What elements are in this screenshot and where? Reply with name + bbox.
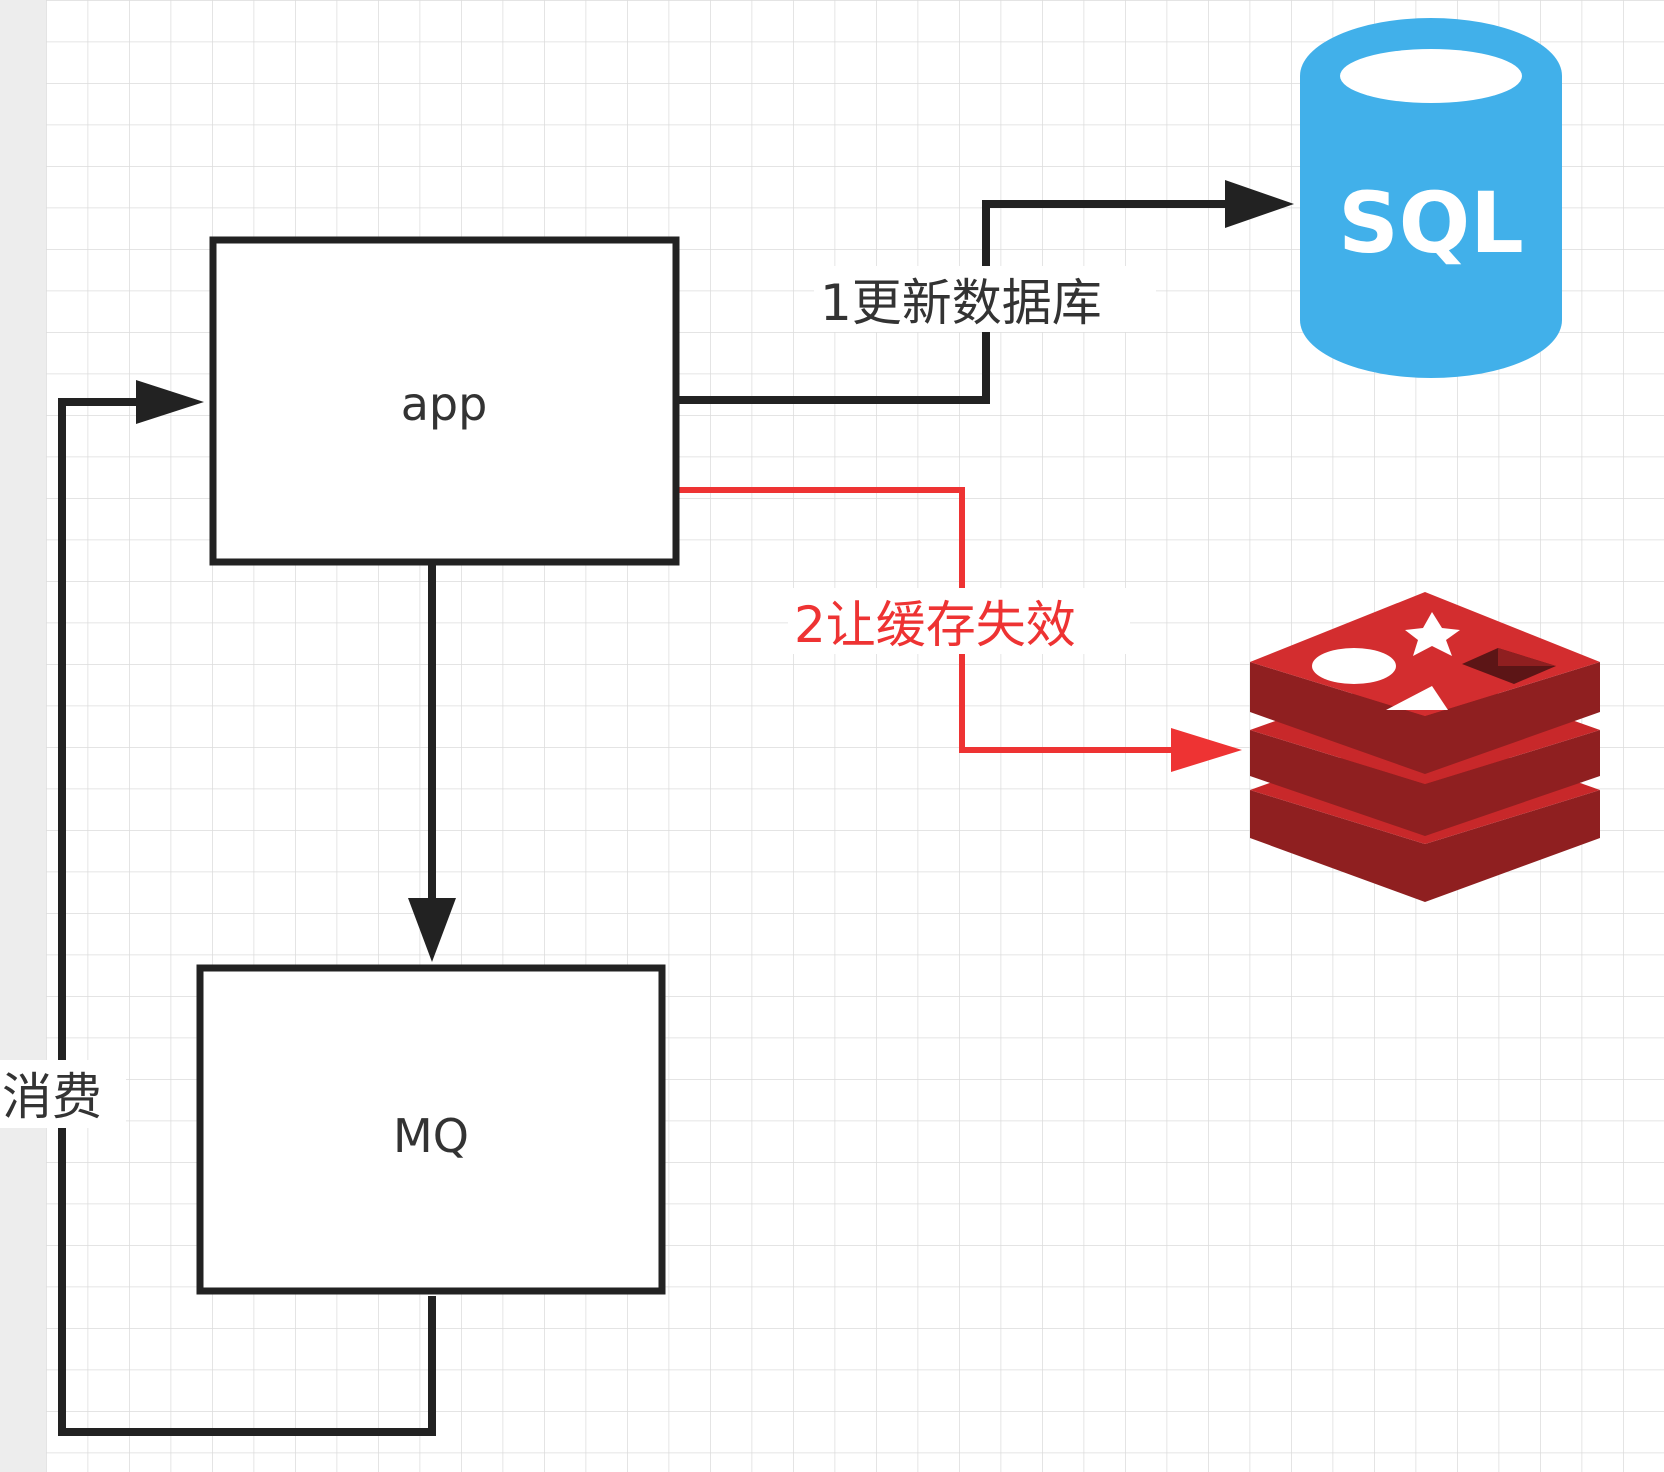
edge-label-invalidate-cache: 2让缓存失效 [788,588,1130,654]
arrowhead [136,380,204,424]
database-cylinder-icon [1300,18,1562,378]
arrowhead [1171,728,1242,772]
edge-label-update-db: 1更新数据库 [814,266,1156,332]
update-db-label: 1更新数据库 [820,274,1102,332]
mq-node[interactable]: MQ [196,964,666,1295]
app-label: app [401,377,488,431]
edge-label-consume: 消费 [0,1060,126,1128]
redis-star-shape [1405,612,1460,656]
consume-label: 消费 [2,1068,102,1126]
redis-logo-icon [1250,592,1600,902]
edge-app-to-mq[interactable] [408,564,456,962]
arrowhead [408,898,456,962]
sql-label: SQL [1338,174,1523,272]
left-gutter [0,0,46,1472]
edge-consume[interactable] [58,380,436,1436]
arrowhead [1225,180,1294,228]
mq-label: MQ [393,1109,469,1163]
invalidate-cache-label: 2让缓存失效 [794,596,1076,654]
redis-triangle-shape [1386,686,1448,710]
redis-cache-node[interactable] [1250,592,1600,902]
sql-database-node[interactable]: SQL [1300,18,1562,378]
redis-ellipse-shape [1312,648,1396,684]
app-node[interactable]: app [209,236,680,566]
